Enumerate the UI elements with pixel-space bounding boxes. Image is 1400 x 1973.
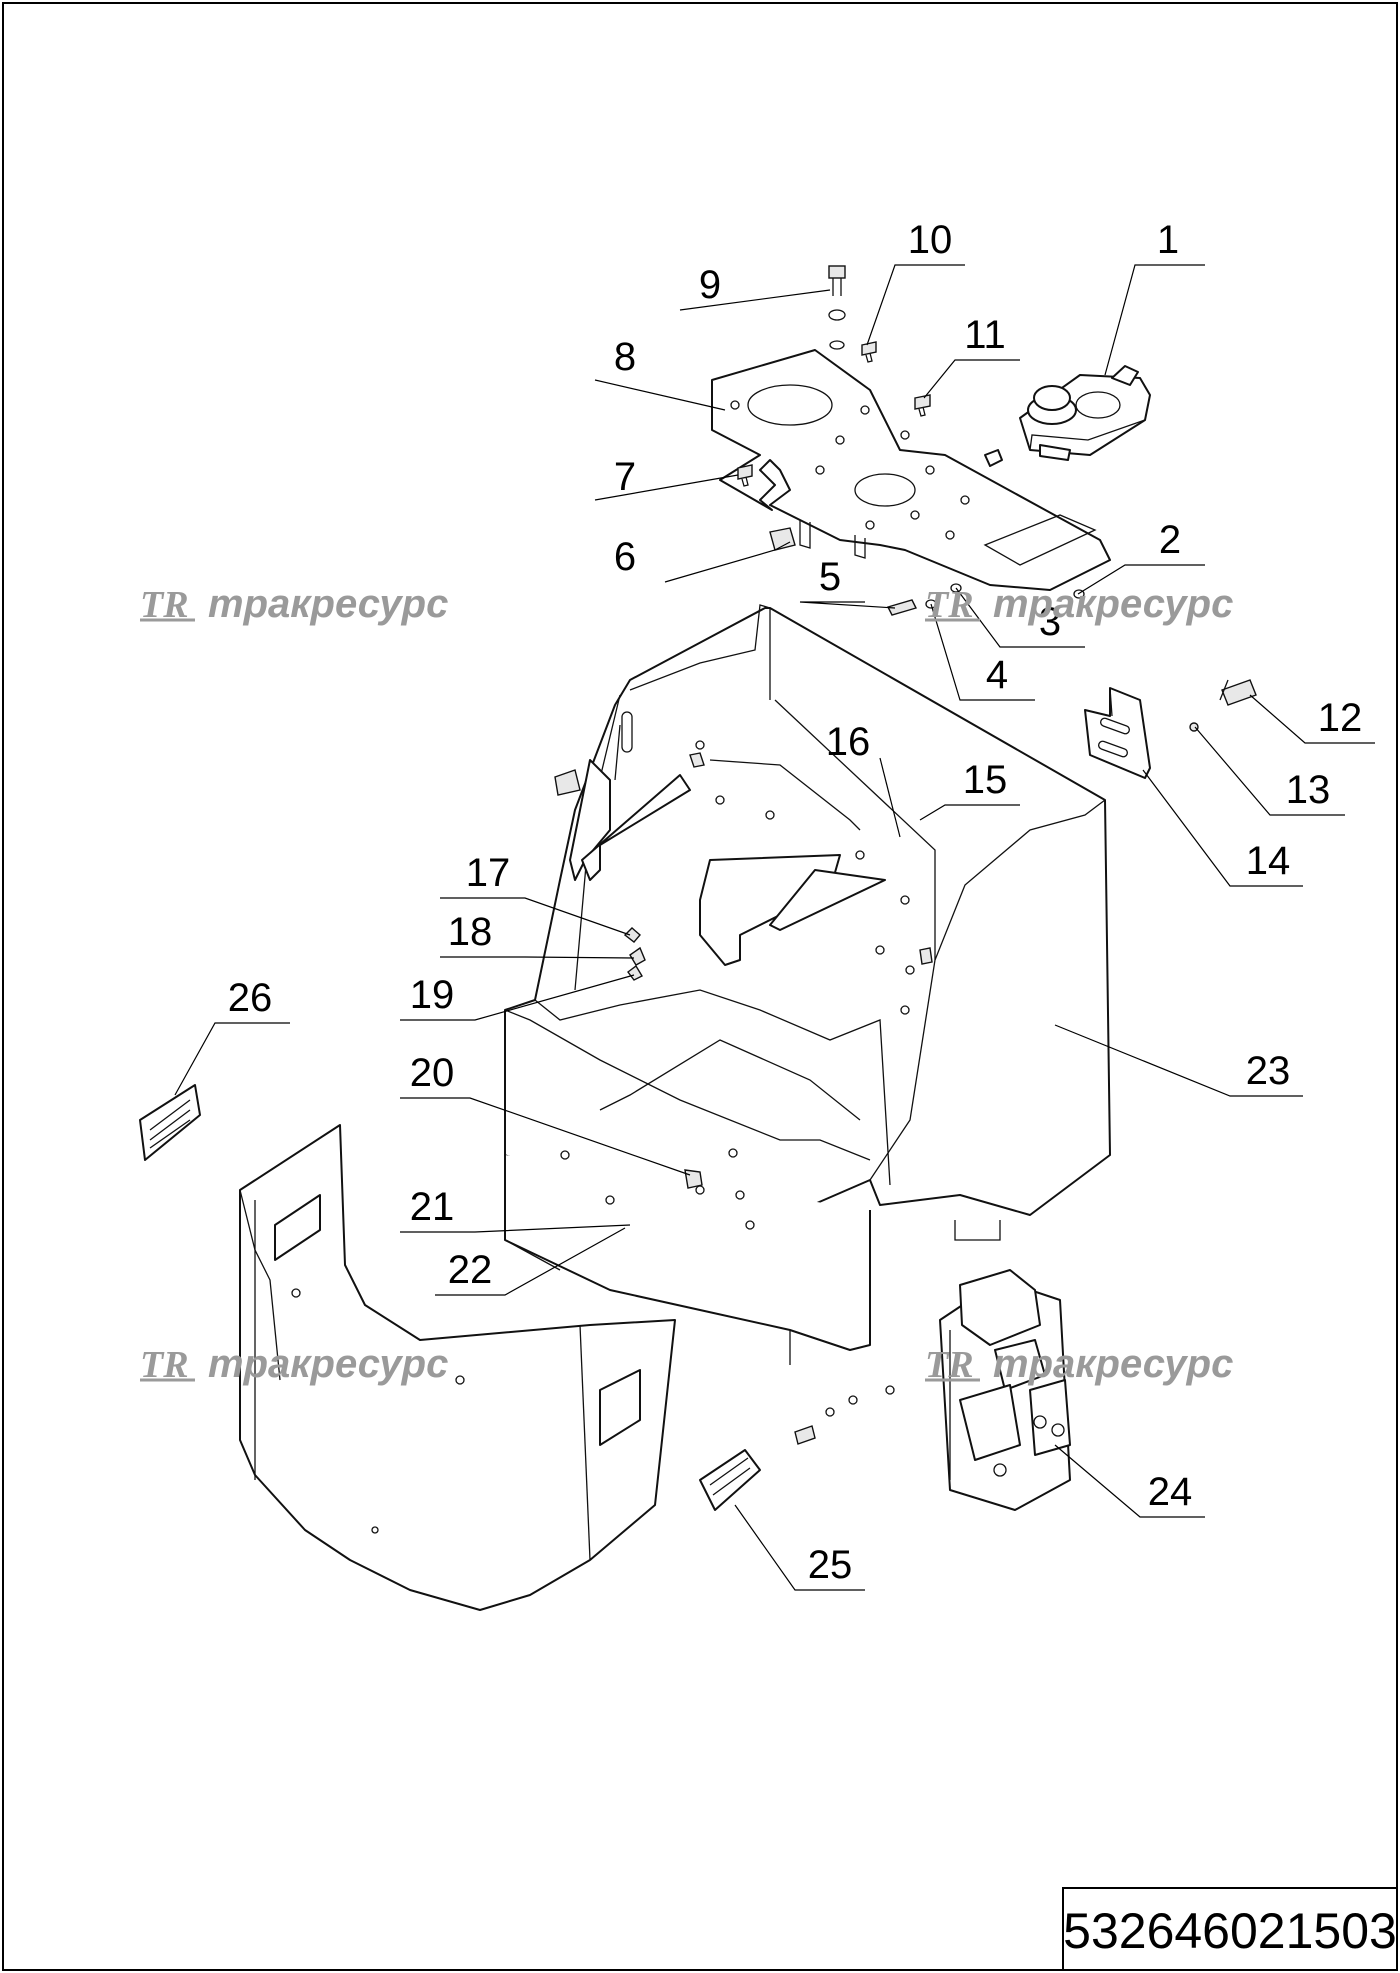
part-9-bolt-washers bbox=[828, 265, 846, 350]
callout-7: 7 bbox=[614, 455, 636, 499]
front-cover-panel bbox=[239, 1124, 676, 1611]
callout-22: 22 bbox=[448, 1248, 493, 1292]
watermarks: TR тракресурс TR тракресурс TR тракресур… bbox=[140, 582, 1233, 1386]
part-25-grille bbox=[699, 1449, 761, 1511]
leader-lines bbox=[174, 264, 1375, 1591]
part-23-housing bbox=[504, 604, 1111, 1365]
callout-20: 20 bbox=[410, 1051, 455, 1095]
watermark: TR тракресурс bbox=[140, 582, 448, 626]
svg-text:тракресурс: тракресурс bbox=[208, 1342, 448, 1386]
svg-text:тракресурс: тракресурс bbox=[208, 582, 448, 626]
callout-26: 26 bbox=[228, 976, 273, 1020]
callout-10: 10 bbox=[908, 218, 953, 262]
watermark: TR тракресурс bbox=[925, 1342, 1233, 1386]
callout-25: 25 bbox=[808, 1543, 853, 1587]
callout-8: 8 bbox=[614, 335, 636, 379]
callout-24: 24 bbox=[1148, 1470, 1193, 1514]
callout-6: 6 bbox=[614, 535, 636, 579]
part-1-switch-box bbox=[1019, 365, 1151, 461]
document-code: 532646021503 bbox=[1063, 1903, 1397, 1959]
document-code-box: 532646021503 bbox=[1062, 1887, 1398, 1971]
watermark: TR тракресурс bbox=[925, 582, 1233, 626]
callout-11: 11 bbox=[964, 313, 1006, 357]
parts-linework bbox=[139, 265, 1257, 1611]
callout-9: 9 bbox=[699, 263, 721, 307]
callout-13: 13 bbox=[1286, 768, 1331, 812]
callout-21: 21 bbox=[410, 1185, 455, 1229]
callout-5: 5 bbox=[819, 555, 841, 599]
callout-14: 14 bbox=[1246, 839, 1291, 883]
part-24-electrical-module bbox=[794, 1269, 1071, 1511]
part-26-grille bbox=[139, 1084, 201, 1161]
svg-text:тракресурс: тракресурс bbox=[993, 1342, 1233, 1386]
callout-2: 2 bbox=[1159, 518, 1181, 562]
callout-18: 18 bbox=[448, 910, 493, 954]
callout-4: 4 bbox=[986, 653, 1008, 697]
callout-numbers: 1 2 3 4 5 6 7 8 9 10 11 12 13 14 15 16 1… bbox=[228, 218, 1363, 1587]
callout-23: 23 bbox=[1246, 1049, 1291, 1093]
svg-text:тракресурс: тракресурс bbox=[993, 582, 1233, 626]
callout-19: 19 bbox=[410, 973, 455, 1017]
part-14-bracket bbox=[1084, 679, 1257, 779]
callout-16: 16 bbox=[826, 720, 871, 764]
callout-3: 3 bbox=[1039, 600, 1061, 644]
part-8-mounting-plate bbox=[711, 349, 1111, 591]
callout-12: 12 bbox=[1318, 696, 1363, 740]
callout-1: 1 bbox=[1157, 218, 1179, 262]
callout-15: 15 bbox=[963, 758, 1008, 802]
watermark: TR тракресурс bbox=[140, 1342, 448, 1386]
callout-17: 17 bbox=[466, 851, 511, 895]
